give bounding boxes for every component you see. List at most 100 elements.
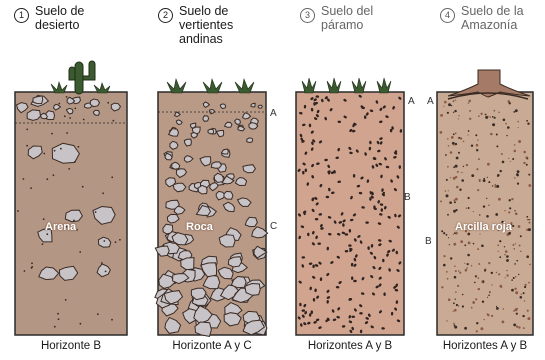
soil-grain <box>506 255 509 258</box>
soil-grain <box>102 192 104 194</box>
soil-grain <box>523 162 525 164</box>
soil-grain <box>450 257 452 259</box>
soil-grain <box>479 179 481 181</box>
soil-grain <box>516 313 518 315</box>
soil-grain <box>469 110 471 112</box>
soil-grain <box>495 213 498 216</box>
column-caption: Horizontes A y B <box>423 340 545 352</box>
soil-grain <box>448 298 451 301</box>
cactus-icon <box>69 61 95 94</box>
soil-grain <box>454 326 457 329</box>
soil-grain <box>307 233 309 237</box>
soil-grain <box>181 258 194 270</box>
soil-grain <box>494 117 496 119</box>
soil-grain <box>513 277 515 279</box>
soil-grain <box>456 186 459 189</box>
soil-grain <box>447 138 449 140</box>
soil-grain <box>448 145 450 147</box>
soil-grain <box>483 179 486 182</box>
soil-grain <box>518 225 521 228</box>
column-caption: Horizontes A y B <box>288 340 412 352</box>
soil-grain <box>496 185 499 188</box>
soil-grain <box>454 199 456 201</box>
soil-grain <box>447 112 449 114</box>
soil-grain <box>510 161 511 162</box>
soil-grain <box>496 307 499 310</box>
soil-grain <box>471 174 474 177</box>
soil-grain <box>467 254 470 257</box>
soil-grain <box>466 164 468 166</box>
soil-grain <box>527 123 529 125</box>
soil-grain <box>93 110 99 115</box>
soil-grain <box>101 262 103 264</box>
soil-grain <box>446 271 448 273</box>
material-label: Roca <box>186 221 213 233</box>
soil-grain <box>445 154 447 156</box>
soil-grain <box>481 245 484 248</box>
soil-grain <box>440 131 443 134</box>
soil-grain <box>454 110 456 112</box>
soil-grain <box>251 103 255 107</box>
column-title: Suelo de vertientes andinas <box>179 4 233 46</box>
soil-grain <box>455 133 456 134</box>
soil-grain <box>452 142 455 145</box>
soil-grain <box>454 309 457 312</box>
soil-grain <box>65 299 67 301</box>
soil-grain <box>97 313 99 315</box>
soil-grain <box>461 172 462 173</box>
soil-grain <box>468 197 470 199</box>
soil-grain <box>502 161 505 164</box>
soil-grain <box>464 244 466 246</box>
soil-grain <box>446 179 448 181</box>
soil-grain <box>514 150 517 153</box>
soil-grain <box>103 240 105 242</box>
soil-grain <box>51 133 53 135</box>
soil-grain <box>515 276 516 277</box>
soil-grain <box>513 111 515 113</box>
soil-grain <box>520 296 523 299</box>
soil-grain <box>528 282 530 284</box>
soil-grain <box>501 153 503 155</box>
soil-grain <box>453 243 456 246</box>
soil-grain <box>477 277 479 279</box>
soil-grain <box>458 152 460 154</box>
column-number: 3 <box>300 8 315 23</box>
soil-grain <box>46 233 48 235</box>
column-header-3: 3 Suelo del páramo <box>300 4 373 32</box>
soil-grain <box>515 213 518 216</box>
soil-grain <box>479 233 480 234</box>
tree-stump-icon <box>448 70 530 99</box>
soil-grain <box>505 123 507 125</box>
soil-grain <box>495 184 497 186</box>
soil-grain <box>490 133 493 136</box>
soil-grain <box>476 322 478 324</box>
soil-grain <box>83 119 85 121</box>
soil-grain <box>471 145 473 147</box>
soil-grain <box>448 237 449 238</box>
soil-grain <box>484 269 486 271</box>
soil-grain <box>526 255 529 258</box>
soil-grain <box>509 207 511 209</box>
soil-grain <box>473 243 475 245</box>
soil-grain <box>58 103 60 105</box>
soil-grain <box>517 175 519 177</box>
column-number: 4 <box>440 8 455 23</box>
soil-grain <box>211 162 221 168</box>
soil-grain <box>115 241 117 243</box>
soil-grain <box>496 306 497 307</box>
soil-grain <box>514 177 516 179</box>
soil-grain <box>489 291 491 293</box>
soil-grain <box>471 307 473 309</box>
soil-grain <box>498 273 500 275</box>
soil-grain <box>235 119 241 124</box>
soil-grain <box>503 119 506 122</box>
soil-grain <box>53 174 55 176</box>
soil-grain <box>466 208 467 209</box>
soil-grain <box>478 158 480 160</box>
soil-grain <box>170 141 178 149</box>
soil-grain <box>66 96 68 98</box>
soil-grain <box>448 190 449 191</box>
soil-grain <box>69 117 71 119</box>
soil-grain <box>515 243 516 244</box>
